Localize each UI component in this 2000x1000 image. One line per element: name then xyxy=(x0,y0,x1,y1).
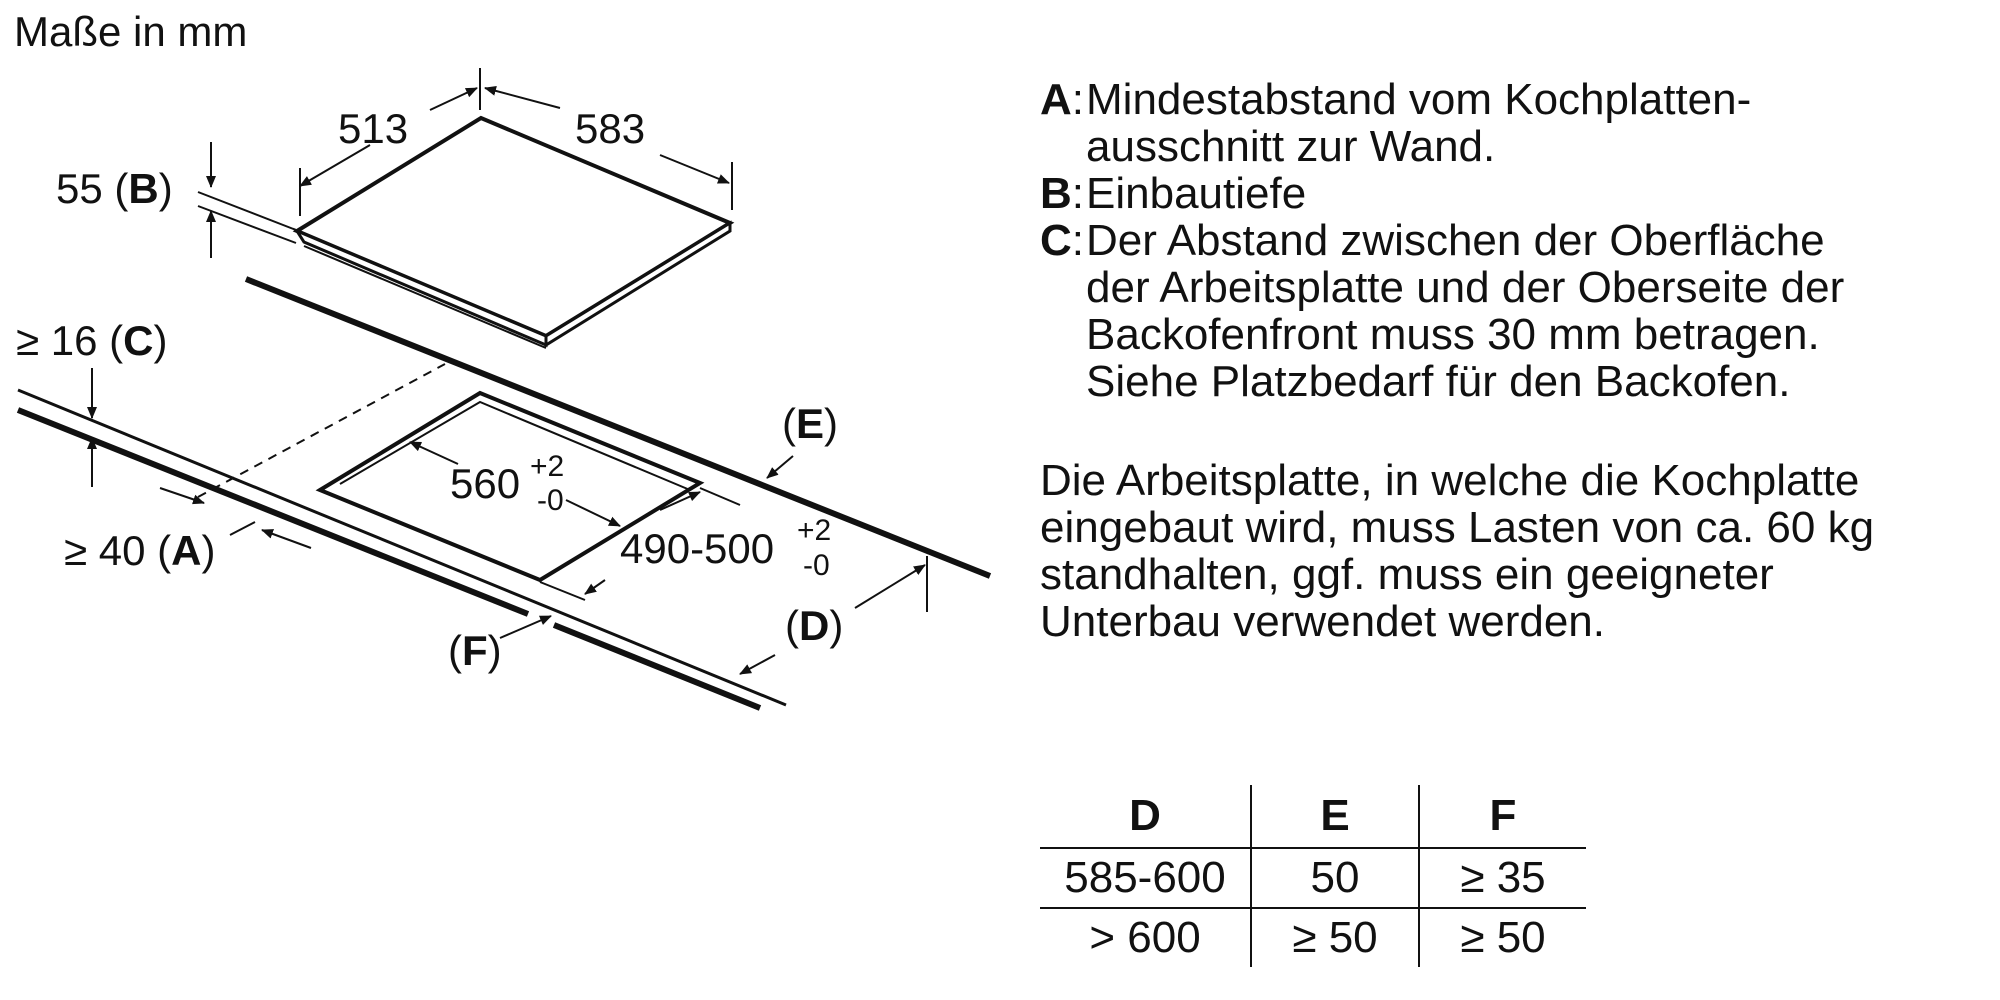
dim-c-value: ≥ 16 xyxy=(16,317,97,364)
legend-item-c: C: Der Abstand zwischen der Oberfläche d… xyxy=(1040,216,1845,406)
cooktop-drawing xyxy=(292,115,735,349)
dim-d-key: D xyxy=(799,602,829,649)
legend-text-c-line4: Siehe Platzbedarf für den Backofen. xyxy=(1086,357,1791,406)
dim-a-key: A xyxy=(171,527,201,574)
note-line-4: Unterbau verwendet werden. xyxy=(1040,597,1605,646)
note-line-1: Die Arbeitsplatte, in welche die Kochpla… xyxy=(1040,456,1860,505)
legend-text-a-line1: Mindestabstand vom Kochplatten- xyxy=(1086,75,1752,124)
note-line-3: standhalten, ggf. muss ein geeigneter xyxy=(1040,550,1774,599)
note-line-2: eingebaut wird, muss Lasten von ca. 60 k… xyxy=(1040,503,1875,552)
legend-item-a: A: Mindestabstand vom Kochplatten- aussc… xyxy=(1040,75,1752,171)
svg-text:(D): (D) xyxy=(785,602,843,649)
legend-text-c-line1: Der Abstand zwischen der Oberfläche xyxy=(1086,216,1825,265)
legend-text-b-line1: Einbautiefe xyxy=(1086,169,1307,218)
units-label: Maße in mm xyxy=(14,8,247,55)
svg-text:(E): (E) xyxy=(782,400,838,447)
cutout-width-tol-minus: -0 xyxy=(537,484,564,517)
dim-min-a: ≥ 40 (A) xyxy=(64,487,312,574)
table-cell: ≥ 50 xyxy=(1418,907,1586,967)
dim-depth-label: 583 xyxy=(575,105,645,152)
dim-a-value: ≥ 40 xyxy=(64,527,145,574)
svg-text:≥ 16 (C): ≥ 16 (C) xyxy=(16,317,167,364)
table-header-e: E xyxy=(1250,785,1419,848)
table-cell: 585-600 xyxy=(1040,847,1251,908)
dim-e: (E) xyxy=(766,400,838,479)
dim-width-label: 513 xyxy=(338,105,408,152)
cutout-depth-base: 490-500 xyxy=(620,525,774,572)
svg-text:≥ 40 (A): ≥ 40 (A) xyxy=(64,527,215,574)
worktop-load-note: Die Arbeitsplatte, in welche die Kochpla… xyxy=(1040,457,1990,645)
legend-key-a: A xyxy=(1040,75,1072,124)
dim-b-key: B xyxy=(128,165,158,212)
legend: A: Mindestabstand vom Kochplatten- aussc… xyxy=(1040,76,1980,405)
dim-cutout-width: 560 +2 -0 xyxy=(409,441,621,527)
worktop-drawing xyxy=(16,276,992,711)
dim-f: (F) xyxy=(448,615,552,674)
cutout-drawing xyxy=(315,390,705,583)
table-header-row: D E F xyxy=(1040,785,1586,848)
legend-key-c: C xyxy=(1040,216,1072,265)
cutout-width-tol-plus: +2 xyxy=(530,450,564,483)
legend-item-b: B: Einbautiefe xyxy=(1040,169,1307,218)
dim-cutout-depth: 490-500 +2 -0 xyxy=(539,487,831,601)
table-row: 585-600 50 ≥ 35 xyxy=(1040,847,1586,908)
legend-text-a-line2: ausschnitt zur Wand. xyxy=(1086,122,1496,171)
legend-text-c-line3: Backofenfront muss 30 mm betragen. xyxy=(1086,310,1820,359)
table-cell: ≥ 35 xyxy=(1418,847,1586,908)
svg-text:560: 560 xyxy=(450,460,520,507)
dim-f-key: F xyxy=(462,627,488,674)
dim-c-key: C xyxy=(123,317,153,364)
table-row: > 600 ≥ 50 ≥ 50 xyxy=(1040,907,1586,967)
dim-b-value: 55 xyxy=(56,165,103,212)
dim-thickness-b: 55 (B) xyxy=(56,142,297,258)
table-header-d: D xyxy=(1129,791,1161,840)
cutout-depth-tol-minus: -0 xyxy=(803,549,830,582)
table-cell: > 600 xyxy=(1040,907,1251,967)
dim-depth-583: 583 xyxy=(484,86,733,210)
installation-diagram: Maße in mm 513 583 55 (B) xyxy=(14,8,992,711)
table-cell: 50 xyxy=(1250,847,1419,908)
dim-e-key: E xyxy=(796,400,824,447)
dim-min-c: ≥ 16 (C) xyxy=(16,317,167,487)
table-cell: ≥ 50 xyxy=(1250,907,1419,967)
dim-d: (D) xyxy=(739,556,928,675)
dimension-table: D E F 585-600 50 ≥ 35 > 600 ≥ 50 ≥ 50 xyxy=(1040,785,1586,967)
legend-key-b: B xyxy=(1040,169,1072,218)
cutout-width-base: 560 xyxy=(450,460,520,507)
svg-text:55 (B): 55 (B) xyxy=(56,165,173,212)
svg-text:490-500: 490-500 xyxy=(620,525,774,572)
svg-text:(F): (F) xyxy=(448,627,502,674)
dim-width-513: 513 xyxy=(299,68,481,216)
table-header-f: F xyxy=(1418,785,1586,848)
cutout-depth-tol-plus: +2 xyxy=(797,514,831,547)
legend-text-c-line2: der Arbeitsplatte und der Oberseite der xyxy=(1086,263,1845,312)
